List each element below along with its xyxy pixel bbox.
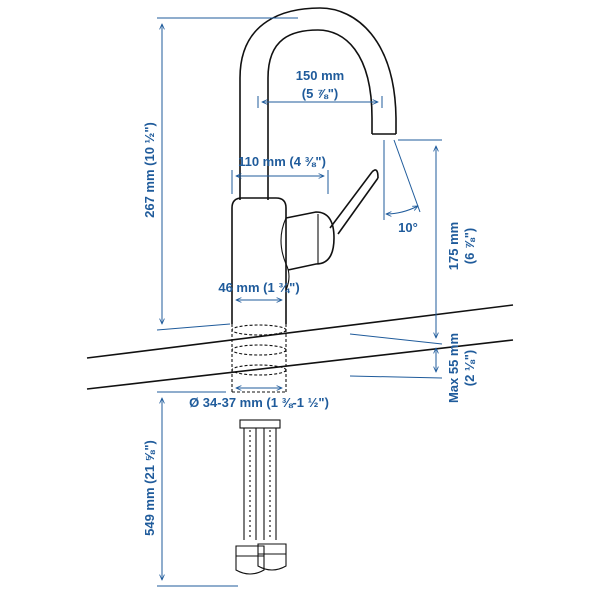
- handle-lever: [329, 169, 379, 235]
- dimension-spout-angle: 10°: [383, 139, 421, 235]
- dimension-body-diameter: 46 mm (1 ¾"): [218, 280, 300, 300]
- threaded-shank: [231, 324, 287, 393]
- label-handle-width: 110 mm (4 ⅜"): [238, 154, 326, 169]
- label-body-diameter: 46 mm (1 ¾"): [218, 280, 299, 295]
- dimension-spout-height: 175 mm (6 ⅞"): [349, 139, 477, 345]
- label-max-thickness-mm: Max 55 mm: [446, 333, 461, 403]
- dimension-max-thickness: Max 55 mm (2 ⅛"): [349, 333, 477, 403]
- label-hose-length: 549 mm (21 ⅝"): [142, 440, 157, 536]
- countertop: [86, 304, 514, 390]
- label-spout-height-mm: 175 mm: [446, 222, 461, 270]
- label-spout-angle: 10°: [398, 220, 418, 235]
- label-spout-reach-in: (5 ⅞"): [302, 86, 339, 101]
- dimension-hose-length: 549 mm (21 ⅝"): [142, 391, 238, 587]
- dimension-handle-width: 110 mm (4 ⅜"): [231, 154, 329, 194]
- label-spout-reach-mm: 150 mm: [296, 68, 344, 83]
- faucet-spout: [239, 7, 397, 200]
- label-max-thickness-in: (2 ⅛"): [462, 350, 477, 387]
- dimension-total-height: 267 mm (10 ½"): [142, 17, 298, 331]
- dimension-spout-reach: 150 mm (5 ⅞"): [257, 68, 383, 108]
- label-total-height: 267 mm (10 ½"): [142, 122, 157, 218]
- label-spout-height-in: (6 ⅞"): [462, 228, 477, 265]
- label-hole-diameter: Ø 34-37 mm (1 ⅜-1 ½"): [189, 395, 329, 410]
- faucet-body: [231, 197, 335, 324]
- supply-hoses: [235, 419, 287, 575]
- dimension-hole-diameter: Ø 34-37 mm (1 ⅜-1 ½"): [189, 388, 329, 410]
